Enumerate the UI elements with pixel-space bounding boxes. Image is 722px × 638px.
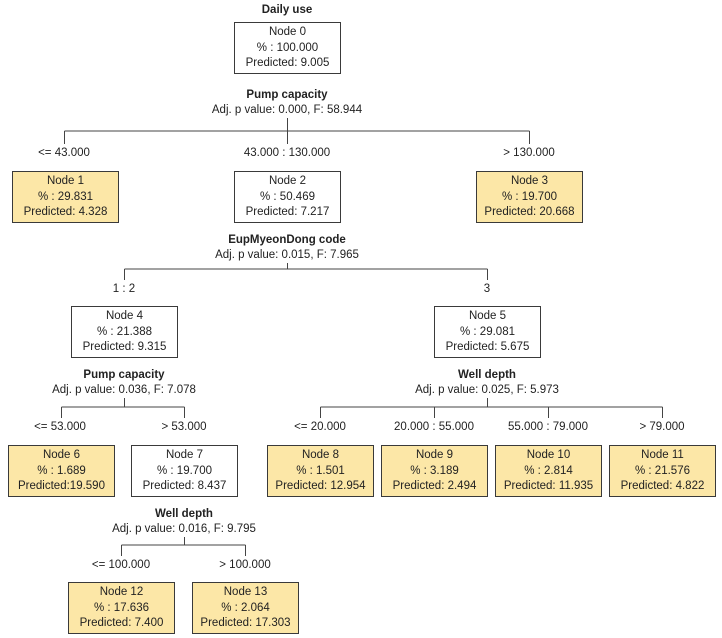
tree-node-0: Node 0 % : 100.000 Predicted: 9.005	[234, 22, 341, 74]
node-predicted: Predicted: 5.675	[445, 341, 530, 353]
branch-label: > 79.000	[639, 421, 685, 433]
split-info-node-4: Pump capacity Adj. p value: 0.036, F: 7.…	[52, 368, 196, 398]
split-variable: Well depth	[155, 508, 213, 520]
node-label: Node 0	[268, 26, 307, 38]
tree-node-2: Node 2 % : 50.469 Predicted: 7.217	[234, 171, 341, 223]
split-info-node-5: Well depth Adj. p value: 0.025, F: 5.973	[415, 368, 559, 398]
tree-node-3: Node 3 % : 19.700 Predicted: 20.668	[476, 171, 583, 223]
tree-node-11: Node 11 % : 21.576 Predicted: 4.822	[609, 445, 716, 497]
node-percent: % : 19.700	[157, 464, 212, 477]
tree-node-6: Node 6 % : 1.689 Predicted:19.590	[8, 445, 115, 497]
node-label: Node 12	[99, 586, 144, 598]
split-variable: Pump capacity	[83, 369, 165, 381]
branch-label: > 53.000	[161, 421, 207, 433]
node-predicted: Predicted: 9.005	[245, 57, 330, 69]
node-percent: % : 19.700	[502, 190, 557, 203]
split-variable: EupMyeonDong code	[228, 234, 346, 246]
node-percent: % : 1.501	[296, 464, 345, 477]
node-percent: % : 21.388	[97, 325, 152, 338]
branch-label: <= 100.000	[91, 559, 151, 571]
node-label: Node 6	[42, 449, 81, 461]
node-label: Node 5	[468, 310, 507, 322]
branch-label: <= 53.000	[34, 421, 86, 433]
tree-node-12: Node 12 % : 17.636 Predicted: 7.400	[68, 582, 175, 634]
node-label: Node 4	[105, 310, 144, 322]
tree-node-7: Node 7 % : 19.700 Predicted: 8.437	[131, 445, 238, 497]
branch-label: 43.000 : 130.000	[243, 147, 331, 159]
node-label: Node 3	[510, 175, 549, 187]
tree-node-10: Node 10 % : 2.814 Predicted: 11.935	[495, 445, 602, 497]
node-label: Node 11	[641, 449, 684, 461]
node-percent: % : 29.081	[460, 325, 515, 338]
branch-label: 1 : 2	[112, 283, 136, 295]
node-percent: % : 1.689	[37, 464, 86, 477]
node-percent: % : 29.831	[38, 190, 93, 203]
tree-node-4: Node 4 % : 21.388 Predicted: 9.315	[71, 306, 178, 358]
node-percent: % : 17.636	[94, 601, 149, 614]
node-predicted: Predicted: 17.303	[200, 617, 291, 629]
split-statistic: Adj. p value: 0.000, F: 58.944	[211, 104, 363, 116]
node-percent: % : 21.576	[635, 464, 690, 477]
node-predicted: Predicted: 7.400	[79, 617, 164, 629]
node-predicted: Predicted: 9.315	[82, 341, 167, 353]
node-percent: % : 100.000	[256, 41, 319, 54]
node-percent: % : 2.064	[221, 601, 270, 614]
node-label: Node 10	[526, 449, 571, 461]
tree-title: Daily use	[261, 4, 313, 16]
branch-label: > 100.000	[219, 559, 271, 571]
node-predicted: Predicted: 4.328	[23, 206, 108, 218]
tree-node-9: Node 9 % : 3.189 Predicted: 2.494	[381, 445, 488, 497]
tree-node-1: Node 1 % : 29.831 Predicted: 4.328	[12, 171, 119, 223]
branch-label: 20.000 : 55.000	[394, 421, 474, 433]
node-predicted: Predicted: 20.668	[484, 206, 575, 218]
branch-label: <= 43.000	[38, 147, 90, 159]
node-predicted: Predicted: 4.822	[620, 480, 705, 492]
node-label: Node 1	[46, 175, 85, 187]
split-info-node-2: EupMyeonDong code Adj. p value: 0.015, F…	[215, 233, 359, 263]
node-predicted: Predicted: 8.437	[142, 480, 227, 492]
split-statistic: Adj. p value: 0.025, F: 5.973	[415, 384, 559, 396]
split-statistic: Adj. p value: 0.015, F: 7.965	[215, 249, 359, 261]
split-info-node-7: Well depth Adj. p value: 0.016, F: 9.795	[112, 507, 256, 537]
split-variable: Pump capacity	[246, 89, 328, 101]
tree-node-5: Node 5 % : 29.081 Predicted: 5.675	[434, 306, 541, 358]
node-label: Node 2	[268, 175, 307, 187]
split-statistic: Adj. p value: 0.016, F: 9.795	[112, 523, 256, 535]
node-label: Node 9	[415, 449, 454, 461]
tree-node-8: Node 8 % : 1.501 Predicted: 12.954	[267, 445, 374, 497]
node-predicted: Predicted: 7.217	[245, 206, 330, 218]
node-predicted: Predicted: 11.935	[503, 480, 594, 492]
branch-label: 55.000 : 79.000	[508, 421, 588, 433]
node-predicted: Predicted:19.590	[18, 480, 105, 492]
split-variable: Well depth	[458, 369, 516, 381]
branch-label: > 130.000	[503, 147, 555, 159]
split-info-node-0: Pump capacity Adj. p value: 0.000, F: 58…	[212, 88, 362, 118]
node-predicted: Predicted: 2.494	[392, 480, 477, 492]
branch-label: 3	[483, 283, 491, 295]
node-predicted: Predicted: 12.954	[275, 480, 366, 492]
split-statistic: Adj. p value: 0.036, F: 7.078	[52, 384, 196, 396]
tree-node-13: Node 13 % : 2.064 Predicted: 17.303	[192, 582, 299, 634]
node-percent: % : 50.469	[260, 190, 315, 203]
branch-label: <= 20.000	[294, 421, 346, 433]
node-percent: % : 3.189	[410, 464, 459, 477]
node-label: Node 13	[223, 586, 268, 598]
node-percent: % : 2.814	[524, 464, 573, 477]
node-label: Node 7	[165, 449, 204, 461]
node-label: Node 8	[301, 449, 340, 461]
